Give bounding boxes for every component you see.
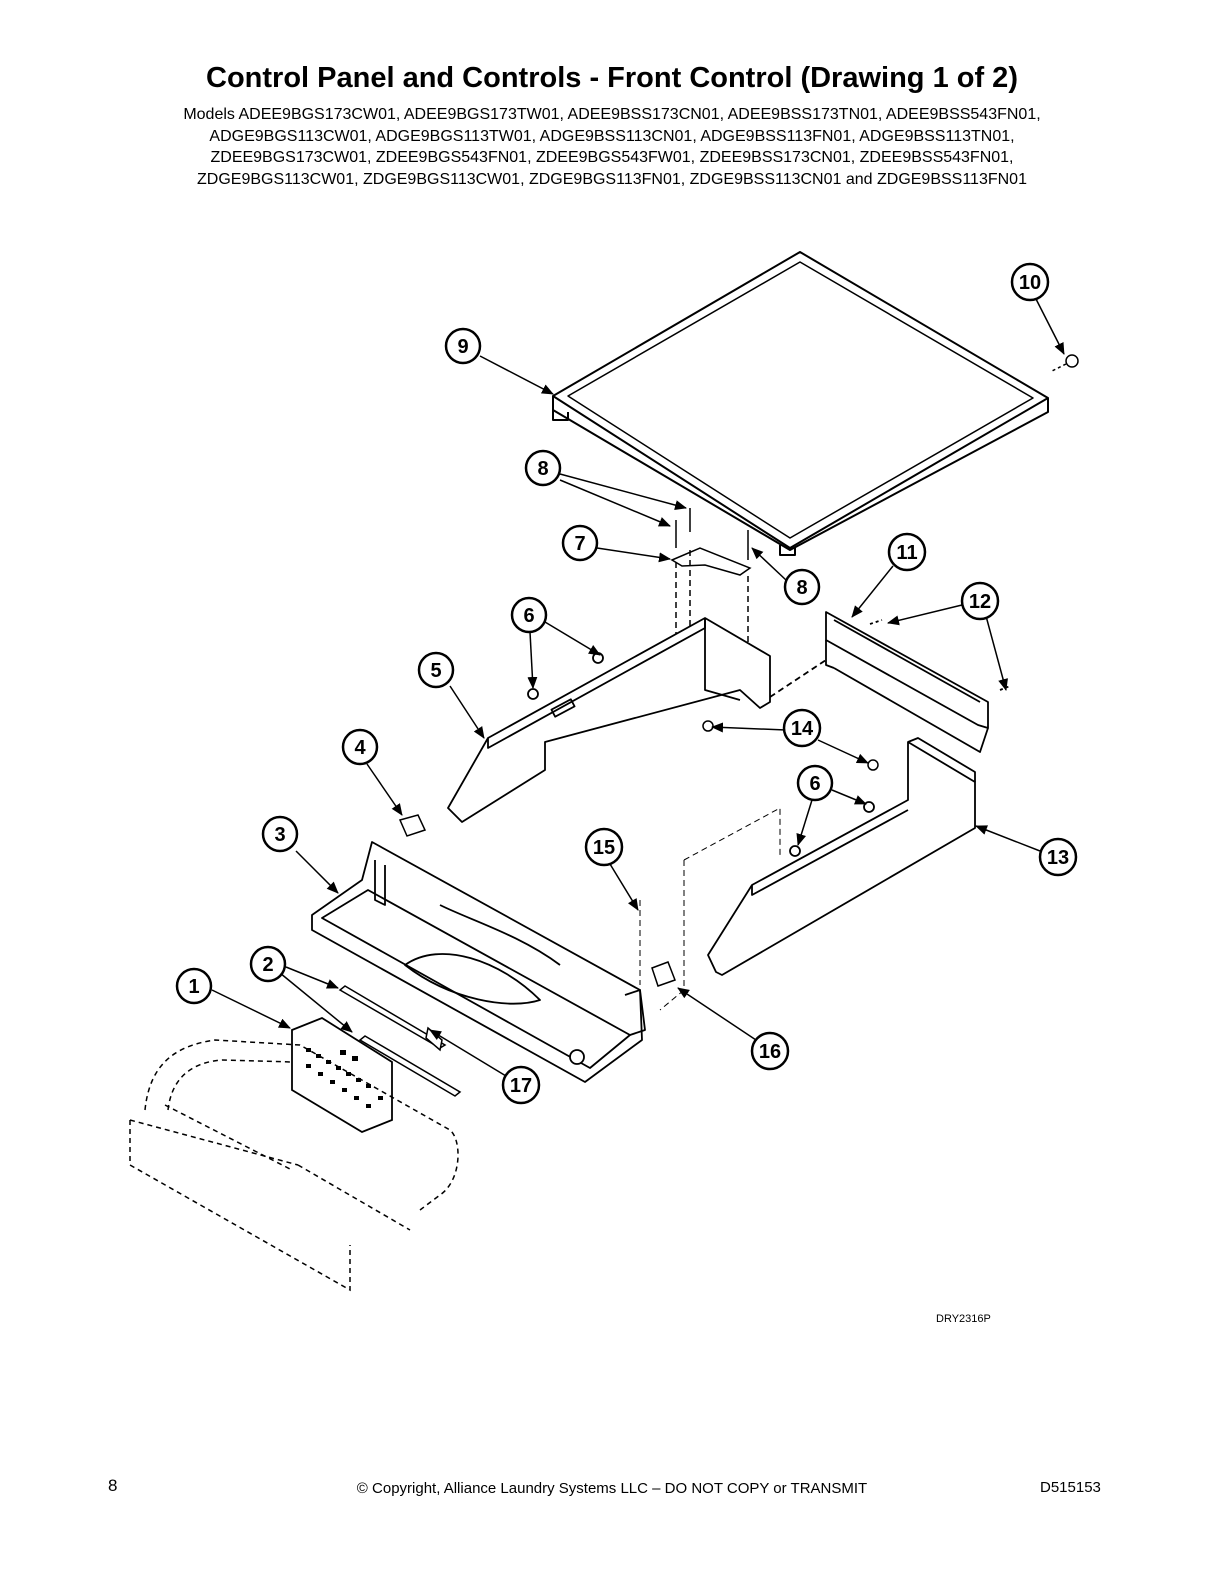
callout-label: 4 xyxy=(354,737,366,759)
model-line: ZDGE9BGS113CW01, ZDGE9BGS113CW01, ZDGE9B… xyxy=(197,170,1027,188)
callout-17: 17 xyxy=(501,1065,541,1105)
rear-bracket-part xyxy=(769,611,1011,753)
document-number: D515153 xyxy=(1040,1479,1101,1496)
callout-7: 7 xyxy=(561,524,599,562)
model-line: ZDEE9BGS173CW01, ZDEE9BGS543FN01, ZDEE9B… xyxy=(210,149,1014,166)
callout-label: 14 xyxy=(791,718,814,740)
right-frame-part xyxy=(707,737,976,976)
callout-4: 4 xyxy=(341,728,379,766)
callout-leaders xyxy=(211,298,1065,1077)
callout-3: 3 xyxy=(261,815,299,853)
callout-label: 7 xyxy=(574,533,585,555)
callout-6: 6 xyxy=(510,596,548,634)
callout-16: 16 xyxy=(750,1031,790,1071)
callout-label: 3 xyxy=(274,824,285,846)
callout-label: 8 xyxy=(537,458,548,480)
model-line: Models ADEE9BGS173CW01, ADEE9BGS173TW01,… xyxy=(183,106,1041,123)
callout-12: 12 xyxy=(960,581,1000,621)
callout-6: 6 xyxy=(796,764,834,802)
callout-label: 17 xyxy=(510,1075,532,1097)
page-number: 8 xyxy=(108,1476,118,1495)
callout-label: 9 xyxy=(457,336,468,358)
callout-label: 6 xyxy=(523,605,534,627)
callout-8: 8 xyxy=(524,449,562,487)
callout-label: 2 xyxy=(262,954,273,976)
callout-label: 15 xyxy=(593,837,615,859)
callout-label: 16 xyxy=(759,1041,781,1063)
callout-8: 8 xyxy=(783,568,821,606)
base-frame-part xyxy=(311,841,646,1083)
model-list: Models ADEE9BGS173CW01, ADEE9BGS173TW01,… xyxy=(0,104,1224,190)
callout-label: 11 xyxy=(896,542,917,564)
page-title: Control Panel and Controls - Front Contr… xyxy=(206,62,1018,94)
callout-2: 2 xyxy=(249,945,287,983)
callout-14: 14 xyxy=(782,708,822,748)
bracket-part xyxy=(670,508,752,650)
callout-label: 12 xyxy=(969,591,991,613)
console-outline xyxy=(129,1039,459,1292)
screw-part xyxy=(1051,354,1079,372)
callout-10: 10 xyxy=(1010,262,1050,302)
callout-label: 13 xyxy=(1047,847,1069,869)
callout-11: 11 xyxy=(887,532,927,572)
callout-label: 5 xyxy=(430,660,441,682)
callout-5: 5 xyxy=(417,651,455,689)
left-frame-part xyxy=(447,617,771,823)
callout-label: 1 xyxy=(188,976,199,998)
callout-15: 15 xyxy=(584,827,624,867)
callout-label: 10 xyxy=(1019,272,1041,294)
copyright-notice: © Copyright, Alliance Laundry Systems LL… xyxy=(356,1480,868,1497)
clip-part xyxy=(398,814,676,987)
callout-label: 8 xyxy=(796,577,807,599)
callout-9: 9 xyxy=(444,327,482,365)
callout-13: 13 xyxy=(1038,837,1078,877)
callout-1: 1 xyxy=(175,967,213,1005)
top-panel-part xyxy=(552,251,1049,556)
control-board-part xyxy=(291,1016,393,1134)
drawing-id: DRY2316P xyxy=(936,1313,991,1325)
callout-label: 6 xyxy=(809,773,820,795)
model-line: ADGE9BGS113CW01, ADGE9BGS113TW01, ADGE9B… xyxy=(209,127,1015,145)
callouts: 1 2 3 4 5 6 6 7 8 8 9 10 11 12 13 14 15 … xyxy=(175,262,1078,1105)
